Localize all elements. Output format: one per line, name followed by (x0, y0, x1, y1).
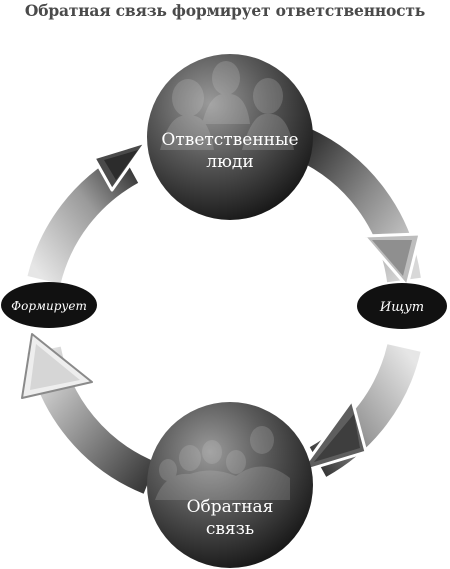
label-formiruet: Формирует (1, 282, 97, 328)
crowd-silhouette-icon (155, 426, 290, 500)
sphere-responsible-people: Ответственные люди (147, 54, 313, 220)
people-silhouette-icon (160, 61, 294, 150)
arrowhead-to-feedback (298, 398, 368, 474)
diagram-title: Обратная связь формирует ответственность (24, 1, 426, 20)
sphere-bottom-label-line2: связь (206, 519, 254, 539)
sphere-bottom-label-line1: Обратная (187, 497, 274, 517)
arrowhead-to-formiruet (21, 333, 93, 399)
sphere-top-label-line2: люди (206, 152, 253, 172)
label-formiruet-text: Формирует (11, 299, 87, 313)
arrowhead-to-ishchut (362, 232, 422, 288)
arrowhead-to-responsible (92, 140, 148, 192)
label-ishchut: Ищут (357, 283, 447, 329)
sphere-top-label-line1: Ответственные (161, 130, 298, 150)
sphere-feedback: Обратная связь (147, 402, 313, 568)
label-ishchut-text: Ищут (379, 300, 424, 315)
